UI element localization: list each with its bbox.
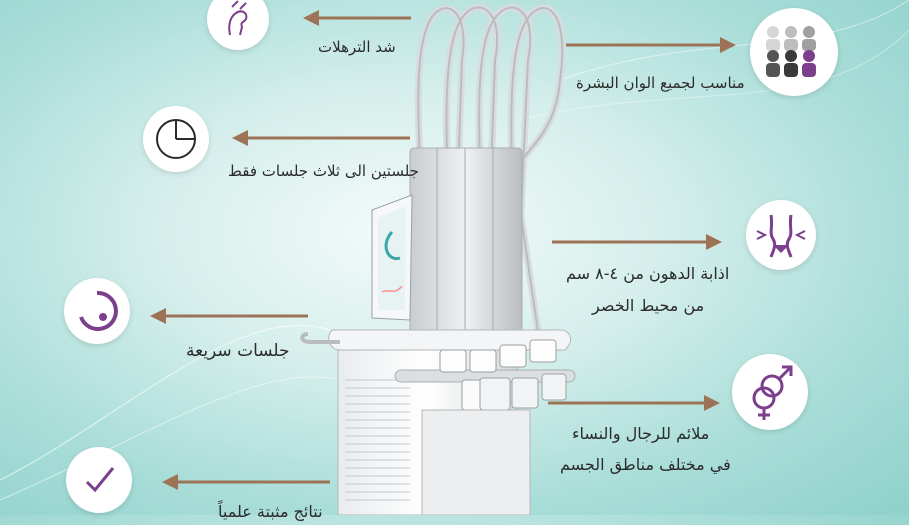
waist-icon — [746, 200, 816, 270]
arrow-results — [162, 474, 330, 490]
arrow-fast-sessions — [150, 308, 308, 324]
arrow-sessions — [232, 130, 410, 146]
pie-chart-icon — [143, 106, 209, 172]
label-fast-sessions: جلسات سريعة — [186, 341, 290, 361]
label-sagging: شد الترهلات — [318, 38, 396, 56]
label-sessions: جلستين الى ثلاث جلسات فقط — [228, 162, 419, 180]
face-lift-icon — [207, 0, 269, 50]
arrow-sagging — [303, 10, 411, 26]
label-gender-line1: ملائم للرجال والنساء — [572, 424, 710, 443]
gender-icon — [732, 354, 808, 430]
circle-dot-icon — [64, 278, 130, 344]
arrow-skin-tones — [566, 37, 736, 53]
arrow-fat — [552, 234, 722, 250]
label-fat-line2: من محيط الخصر — [592, 296, 705, 315]
arrow-gender — [548, 395, 720, 411]
label-gender-line2: في مختلف مناطق الجسم — [560, 455, 731, 474]
label-results: نتائج مثبتة علمياً — [218, 502, 323, 521]
people-group-icon — [750, 8, 838, 96]
label-fat-line1: اذابة الدهون من ٤-٨ سم — [566, 264, 730, 283]
checkmark-icon — [66, 447, 132, 513]
label-skin-tones: مناسب لجميع الوان البشرة — [576, 74, 745, 92]
